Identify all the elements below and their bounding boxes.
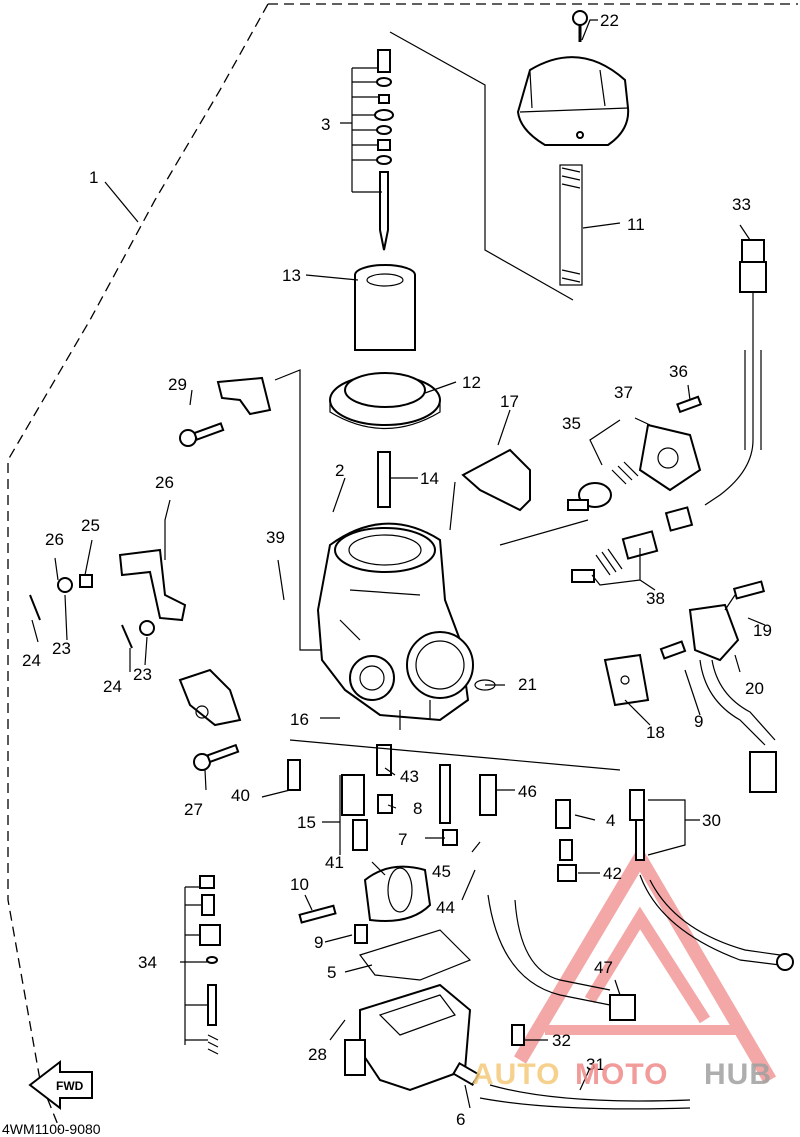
- diaphragm: [567, 461, 639, 511]
- valve-seat-gasket: [329, 372, 441, 430]
- reference-code: 4WM1100-9080: [2, 1121, 101, 1137]
- cover-bolt: [676, 395, 703, 414]
- watermark-hub: HUB: [704, 1058, 772, 1091]
- callout-43: 43: [400, 767, 419, 786]
- hose-clamp-screw: [511, 1024, 525, 1046]
- callout-23a: 23: [52, 639, 71, 658]
- callout-24b: 24: [103, 677, 122, 696]
- callout-13: 13: [282, 266, 301, 285]
- watermark: AUTO MOTO HUB: [472, 1058, 772, 1091]
- callout-19: 19: [753, 621, 772, 640]
- watermark-auto: AUTO: [472, 1058, 560, 1091]
- main-jet-stack: [287, 744, 645, 882]
- callout-46: 46: [518, 782, 537, 801]
- callout-24a: 24: [22, 651, 41, 670]
- callout-37: 37: [614, 383, 633, 402]
- top-cover: [516, 56, 630, 146]
- fwd-label: FWD: [56, 1079, 84, 1093]
- callout-31: 31: [586, 1055, 605, 1074]
- callout-2: 2: [335, 461, 344, 480]
- callout-27: 27: [184, 800, 203, 819]
- callout-8: 8: [413, 799, 422, 818]
- callout-44: 44: [436, 898, 455, 917]
- callout-15: 15: [297, 813, 316, 832]
- callout-labels: 1 2 3 4 5 6 7 8 9 9 10 11 12 13 14 15 16…: [22, 11, 772, 1129]
- callout-29: 29: [168, 375, 187, 394]
- leader-lines: [31, 19, 766, 1109]
- throttle-valve: [354, 264, 416, 351]
- callout-25: 25: [81, 516, 100, 535]
- float-chamber: [344, 983, 472, 1092]
- callout-12: 12: [462, 373, 481, 392]
- idle-stop-screw: [377, 451, 391, 508]
- callout-21: 21: [518, 675, 537, 694]
- bracket-screw: [732, 580, 766, 600]
- callout-47: 47: [594, 958, 613, 977]
- callout-23b: 23: [133, 665, 152, 684]
- vent-hose: [479, 1084, 691, 1110]
- callout-20: 20: [745, 679, 764, 698]
- starter-cable: [704, 239, 767, 506]
- callout-35: 35: [562, 414, 581, 433]
- callout-36: 36: [669, 362, 688, 381]
- callout-32: 32: [552, 1031, 571, 1050]
- callout-1: 1: [89, 168, 98, 187]
- watermark-moto: MOTO: [575, 1058, 668, 1091]
- callout-16: 16: [290, 710, 309, 729]
- callout-42: 42: [603, 864, 622, 883]
- callout-38: 38: [646, 589, 665, 608]
- cover-screw: [572, 10, 588, 42]
- throttle-lever: [178, 668, 242, 727]
- assembly-outline: [7, 3, 798, 1131]
- callout-6: 6: [456, 1110, 465, 1129]
- callout-11: 11: [627, 215, 645, 234]
- screw-27: [193, 743, 240, 771]
- callout-18: 18: [646, 723, 665, 742]
- jet-needle-kit: [374, 49, 394, 251]
- drain-hoses: [487, 894, 636, 1021]
- drain-screw: [452, 1061, 480, 1087]
- forward-arrow-icon: FWD: [28, 1059, 93, 1111]
- throttle-cable: [639, 874, 794, 971]
- callout-4: 4: [606, 811, 615, 830]
- callout-26a: 26: [45, 530, 64, 549]
- pilot-screw-kit: [571, 506, 694, 583]
- accelerator-pump-kit: [199, 875, 221, 1055]
- float: [363, 865, 432, 922]
- clip-pin-left: [29, 574, 155, 649]
- callout-17: 17: [500, 392, 519, 411]
- callout-34: 34: [138, 953, 157, 972]
- callout-30: 30: [702, 811, 721, 830]
- small-bracket: [216, 376, 272, 416]
- plate-screw: [659, 640, 687, 660]
- callout-5: 5: [327, 963, 336, 982]
- throttle-spring: [559, 164, 583, 286]
- callout-22: 22: [600, 11, 619, 30]
- callout-40: 40: [231, 786, 250, 805]
- air-vent-elbow: [461, 448, 531, 512]
- mounting-bracket: [118, 548, 187, 622]
- callout-10: 10: [290, 875, 309, 894]
- float-pin: [298, 904, 337, 924]
- throttle-stop-bracket: [688, 603, 777, 793]
- callout-7: 7: [398, 830, 407, 849]
- callout-33: 33: [732, 195, 751, 214]
- mounting-plate: [603, 653, 650, 707]
- callout-41: 41: [325, 853, 344, 872]
- callout-45: 45: [432, 862, 451, 881]
- callout-9b: 9: [694, 712, 703, 731]
- callout-28: 28: [308, 1045, 327, 1064]
- screw-29: [179, 422, 225, 447]
- float-chamber-gasket: [359, 929, 472, 981]
- float-screw: [354, 924, 368, 944]
- carburetor-body: [316, 522, 474, 730]
- callout-39: 39: [266, 528, 285, 547]
- callout-3: 3: [321, 115, 330, 134]
- callout-14: 14: [420, 469, 439, 488]
- callout-9a: 9: [314, 933, 323, 952]
- callout-26b: 26: [155, 473, 174, 492]
- cover-plate: [638, 423, 702, 492]
